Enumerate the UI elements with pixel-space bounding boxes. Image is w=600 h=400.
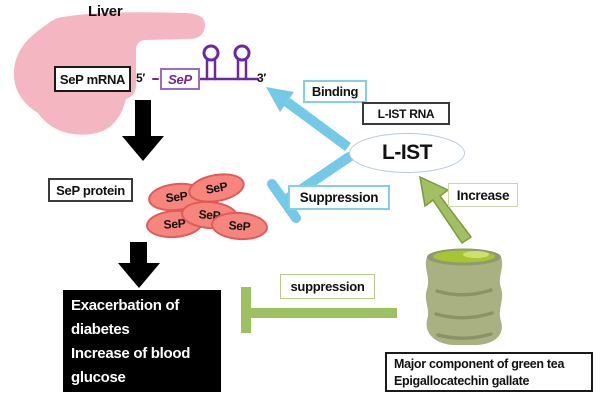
binding-arrow — [266, 87, 351, 152]
outcome-line: diabetes — [71, 321, 130, 338]
liver-label: Liver — [88, 3, 123, 20]
suppression-bar — [241, 287, 397, 333]
arrow-protein-to-outcome — [118, 242, 160, 288]
suppression-label-box: Suppression — [288, 185, 390, 210]
list-rna-box: L-IST RNA — [362, 102, 450, 125]
list-ellipse: L-IST — [349, 133, 465, 173]
mrna-three-prime-label: 3′ — [257, 71, 266, 85]
arrow-mrna-to-protein — [122, 100, 164, 161]
caption-line: Epigallocatechin gallate — [394, 374, 530, 388]
mrna-hairpin-structure — [152, 44, 260, 81]
mrna-five-prime-label: 5′ — [136, 71, 145, 85]
outcome-box: Exacerbation of diabetes Increase of blo… — [63, 290, 221, 392]
outcome-line: Increase of blood — [71, 345, 191, 362]
caption-line: Major component of green tea — [394, 357, 565, 371]
increase-label-box: Increase — [448, 183, 518, 207]
mrna-sep-gene-box: SeP — [160, 68, 200, 90]
suppression-lower-label-box: suppression — [280, 274, 375, 299]
outcome-line: Exacerbation of — [71, 297, 180, 314]
green-tea-cup-icon — [425, 248, 503, 345]
outcome-line: glucose — [71, 369, 126, 386]
increase-arrow — [419, 175, 473, 245]
green-tea-caption-box: Major component of green tea Epigallocat… — [385, 352, 593, 392]
sep-mrna-box: SeP mRNA — [54, 66, 131, 92]
sep-protein-box: SeP protein — [48, 178, 133, 202]
binding-label-box: Binding — [303, 80, 367, 103]
